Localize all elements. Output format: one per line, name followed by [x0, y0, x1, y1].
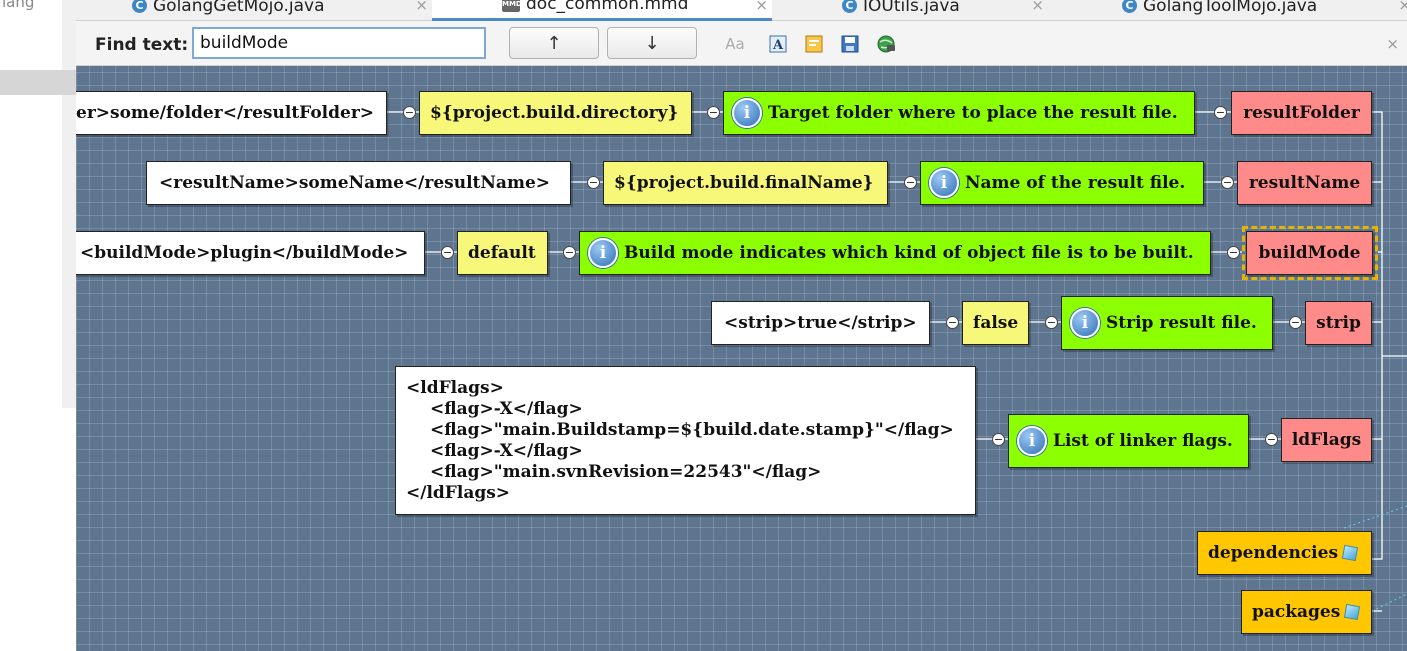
key-node-resultfolder[interactable]: resultFolder [1231, 91, 1372, 135]
editor-tab-bar: C GolangGetMojo.java × MMD doc_common.mm… [76, 0, 1407, 21]
value-node[interactable]: ${project.build.directory} [419, 91, 692, 135]
tab-golangtoolmojo[interactable]: C GolangToolMojo.java × [1048, 0, 1407, 21]
collapse-toggle[interactable]: − [707, 106, 720, 119]
xml-line: <flag>"main.svnRevision=22543"</flag> [430, 461, 822, 482]
key-node-ldflags[interactable]: ldFlags [1281, 418, 1372, 462]
tab-ioutils[interactable]: C IOUtils.java × [772, 0, 1048, 21]
info-text: List of linker flags. [1053, 431, 1233, 451]
xml-line: <flag>-X</flag> [430, 398, 583, 419]
collapse-toggle[interactable]: − [1214, 106, 1227, 119]
xml-line: <ldFlags> [406, 377, 504, 398]
find-text-input[interactable] [192, 27, 486, 59]
value-node[interactable]: false [962, 301, 1029, 345]
xml-line: <flag>-X</flag> [430, 440, 583, 461]
xml-example-node-ldflags[interactable]: <ldFlags> <flag>-X</flag> <flag>"main.Bu… [395, 366, 976, 515]
dependencies-node[interactable]: dependencies [1197, 531, 1372, 575]
case-sensitive-icon: Aa [725, 35, 745, 53]
info-node[interactable]: i Strip result file. [1061, 296, 1273, 350]
info-node[interactable]: i Name of the result file. [920, 161, 1204, 205]
panel-divider[interactable] [62, 0, 76, 408]
packages-label: packages [1252, 602, 1341, 622]
find-label: Find text: [95, 35, 189, 55]
cube-icon [1341, 544, 1359, 562]
xml-example-node[interactable]: <resultName>someName</resultName> [146, 161, 571, 205]
cube-icon [1344, 603, 1361, 621]
collapse-toggle[interactable]: − [1265, 433, 1278, 446]
collapse-toggle[interactable]: − [1221, 176, 1234, 189]
collapse-toggle[interactable]: − [946, 316, 959, 329]
project-tree-selected-row[interactable] [0, 70, 76, 95]
mmd-file-icon: MMD [502, 0, 522, 12]
collapse-toggle[interactable]: − [563, 246, 576, 259]
collapse-toggle[interactable]: − [904, 176, 917, 189]
mindmap-canvas[interactable]: er>some/folder</resultFolder> − ${projec… [76, 66, 1407, 651]
info-node[interactable]: i Build mode indicates which kind of obj… [579, 231, 1211, 275]
info-node[interactable]: i Target folder where to place the resul… [723, 91, 1195, 135]
info-node[interactable]: i List of linker flags. [1008, 414, 1249, 468]
xml-example-node[interactable]: er>some/folder</resultFolder> [76, 91, 387, 135]
arrow-down-icon: ↓ [644, 32, 660, 54]
xml-example-node[interactable]: <strip>true</strip> [711, 301, 930, 345]
key-node-resultname[interactable]: resultName [1237, 161, 1372, 205]
class-icon: C [842, 0, 857, 13]
tab-label: GolangGetMojo.java [153, 0, 325, 16]
value-node[interactable]: default [457, 231, 548, 275]
selection-highlight [1242, 226, 1378, 280]
info-icon: i [732, 98, 762, 128]
info-icon: i [1017, 426, 1047, 456]
value-node[interactable]: ${project.build.finalName} [603, 161, 888, 205]
save-disk-icon [841, 35, 859, 53]
info-icon: i [1070, 308, 1100, 338]
info-icon: i [929, 168, 959, 198]
collapse-toggle[interactable]: − [587, 176, 600, 189]
tab-doc-common-mmd[interactable]: MMD doc_common.mmd × [432, 0, 772, 21]
xml-example-node[interactable]: <buildMode>plugin</buildMode> [76, 231, 425, 275]
collapse-toggle[interactable]: − [1045, 316, 1058, 329]
close-icon[interactable]: × [1031, 0, 1044, 14]
arrow-up-icon: ↑ [546, 32, 562, 54]
project-tree-item[interactable]: lang [2, 0, 35, 11]
class-icon: C [132, 0, 147, 13]
close-icon[interactable]: × [1398, 0, 1407, 14]
tab-label: IOUtils.java [863, 0, 960, 16]
tab-label: doc_common.mmd [526, 0, 689, 14]
tab-label: GolangToolMojo.java [1143, 0, 1318, 16]
search-in-uri-toggle[interactable] [876, 34, 896, 54]
collapse-toggle[interactable]: − [1289, 316, 1302, 329]
info-text: Name of the result file. [965, 173, 1186, 193]
search-in-files-toggle[interactable] [840, 34, 860, 54]
info-icon: i [588, 238, 618, 268]
close-icon[interactable]: × [415, 0, 428, 14]
close-findbar-icon[interactable]: × [1386, 35, 1399, 53]
note-icon [805, 35, 823, 53]
xml-line: <flag>"main.Buildstamp=${build.date.stam… [430, 419, 954, 440]
key-node-buildmode[interactable]: buildMode [1246, 231, 1373, 275]
case-sensitive-toggle[interactable]: Aa [725, 34, 745, 54]
search-in-text-toggle[interactable]: A [768, 34, 788, 54]
key-node-strip[interactable]: strip [1305, 301, 1372, 345]
info-text: Build mode indicates which kind of objec… [624, 243, 1194, 263]
search-in-notes-toggle[interactable] [804, 34, 824, 54]
collapse-toggle[interactable]: − [403, 106, 416, 119]
xml-line: </ldFlags> [406, 482, 511, 503]
info-text: Strip result file. [1106, 313, 1257, 333]
text-format-icon: A [769, 35, 787, 53]
project-panel: lang [0, 0, 76, 651]
globe-icon [877, 35, 895, 53]
packages-node[interactable]: packages [1241, 590, 1372, 634]
tab-golanggetmojo[interactable]: C GolangGetMojo.java × [132, 0, 432, 21]
class-icon: C [1122, 0, 1137, 13]
svg-text:A: A [772, 38, 784, 53]
collapse-toggle[interactable]: − [1227, 246, 1240, 259]
dependencies-label: dependencies [1208, 543, 1339, 563]
find-text-bar: Find text: ↑ ↓ Aa A × [76, 21, 1407, 66]
collapse-toggle[interactable]: − [992, 433, 1005, 446]
collapse-toggle[interactable]: − [441, 246, 454, 259]
find-next-button[interactable]: ↓ [607, 27, 697, 59]
find-previous-button[interactable]: ↑ [509, 27, 599, 59]
close-icon[interactable]: × [755, 0, 768, 14]
info-text: Target folder where to place the result … [768, 103, 1178, 123]
